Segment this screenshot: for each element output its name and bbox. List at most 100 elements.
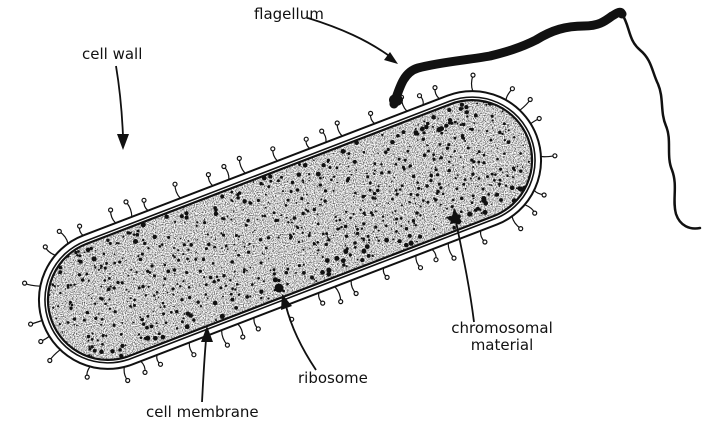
cytoplasm-speck — [221, 247, 223, 249]
cytoplasm-speck — [175, 238, 176, 239]
cytoplasm-speck — [170, 311, 173, 314]
cytoplasm-speck — [231, 298, 235, 302]
cytoplasm-speck — [173, 268, 176, 271]
cytoplasm-speck — [183, 317, 185, 319]
cytoplasm-speck — [142, 323, 145, 326]
cytoplasm-speck — [137, 230, 140, 233]
cytoplasm-speck — [320, 270, 325, 275]
cytoplasm-speck — [471, 128, 474, 131]
cytoplasm-speck — [387, 215, 388, 216]
cytoplasm-speck — [361, 228, 363, 230]
cytoplasm-speck — [128, 291, 129, 292]
cytoplasm-speck — [325, 232, 328, 235]
cytoplasm-speck — [174, 306, 175, 307]
cytoplasm-speck — [401, 184, 404, 187]
cytoplasm-speck — [355, 234, 356, 235]
cytoplasm-speck — [205, 283, 208, 286]
cytoplasm-speck — [180, 298, 183, 301]
cytoplasm-speck — [439, 143, 442, 146]
cytoplasm-speck — [358, 235, 359, 236]
cytoplasm-speck — [217, 279, 220, 282]
cytoplasm-speck — [368, 239, 370, 241]
cytoplasm-speck — [345, 211, 347, 213]
cytoplasm-speck — [140, 336, 143, 339]
cytoplasm-speck — [196, 225, 198, 227]
cytoplasm-speck — [391, 181, 393, 183]
cytoplasm-speck — [130, 297, 132, 299]
cytoplasm-speck — [409, 146, 410, 147]
cytoplasm-speck — [269, 180, 272, 183]
cytoplasm-speck — [95, 250, 96, 251]
cytoplasm-speck — [497, 147, 498, 148]
cytoplasm-speck — [285, 204, 288, 207]
cytoplasm-speck — [390, 140, 394, 144]
cytoplasm-speck — [474, 113, 478, 117]
cytoplasm-speck — [414, 224, 416, 226]
cytoplasm-speck — [70, 284, 72, 286]
cytoplasm-speck — [162, 302, 165, 305]
pilus-tip — [29, 322, 33, 326]
cytoplasm-speck — [400, 217, 403, 220]
cytoplasm-speck — [453, 150, 455, 152]
cytoplasm-speck — [457, 174, 459, 176]
pilus-tip — [109, 208, 113, 212]
cytoplasm-speck — [395, 189, 398, 192]
cytoplasm-speck — [132, 322, 134, 324]
cytoplasm-speck — [105, 262, 108, 265]
cytoplasm-speck — [339, 164, 340, 165]
cytoplasm-speck — [116, 242, 118, 244]
cytoplasm-speck — [460, 124, 462, 126]
cytoplasm-speck — [436, 173, 439, 176]
cytoplasm-speck — [73, 317, 76, 320]
cytoplasm-speck — [65, 288, 66, 289]
cytoplasm-speck — [322, 163, 326, 167]
cytoplasm-speck — [267, 230, 268, 231]
cytoplasm-speck — [374, 197, 377, 200]
cytoplasm-speck — [277, 279, 280, 282]
cytoplasm-speck — [298, 241, 300, 243]
cytoplasm-speck — [422, 199, 425, 202]
cytoplasm-speck — [113, 262, 116, 265]
cytoplasm-speck — [297, 172, 302, 177]
cytoplasm-speck — [485, 104, 487, 106]
cytoplasm-speck — [221, 267, 222, 268]
cytoplasm-speck — [327, 235, 328, 236]
cytoplasm-speck — [376, 204, 378, 206]
cytoplasm-speck — [158, 297, 159, 298]
cytoplasm-speck — [426, 122, 430, 126]
cytoplasm-speck — [443, 210, 444, 211]
cytoplasm-speck — [451, 205, 454, 208]
cytoplasm-speck — [334, 256, 339, 261]
cytoplasm-speck — [409, 241, 414, 246]
pilus-tip — [471, 73, 475, 77]
pilus-tip — [433, 86, 437, 90]
cytoplasm-speck — [310, 276, 314, 280]
cytoplasm-speck — [399, 128, 400, 129]
cytoplasm-speck — [188, 286, 191, 289]
cytoplasm-speck — [505, 131, 506, 132]
cytoplasm-speck — [447, 143, 450, 146]
cytoplasm-speck — [492, 128, 493, 129]
cytoplasm-speck — [450, 156, 452, 158]
cytoplasm-speck — [98, 313, 100, 315]
cytoplasm-speck — [286, 268, 289, 271]
cytoplasm-speck — [197, 239, 198, 240]
cytoplasm-speck — [108, 277, 111, 280]
cytoplasm-speck — [185, 216, 189, 220]
cytoplasm-speck — [436, 130, 438, 132]
cytoplasm-speck — [85, 273, 88, 276]
cytoplasm-speck — [291, 236, 293, 238]
cytoplasm-speck — [341, 149, 346, 154]
cytoplasm-speck — [110, 349, 114, 353]
cytoplasm-speck — [428, 145, 429, 146]
cytoplasm-speck — [373, 192, 376, 195]
cytoplasm-speck — [501, 133, 503, 135]
cytoplasm-speck — [313, 208, 316, 211]
cytoplasm-speck — [389, 191, 390, 192]
cytoplasm-speck — [465, 110, 469, 114]
cytoplasm-speck — [253, 181, 255, 183]
cytoplasm-speck — [339, 219, 342, 222]
cytoplasm-speck — [438, 183, 441, 186]
cytoplasm-speck — [460, 156, 462, 158]
pilus-tip — [369, 111, 373, 115]
